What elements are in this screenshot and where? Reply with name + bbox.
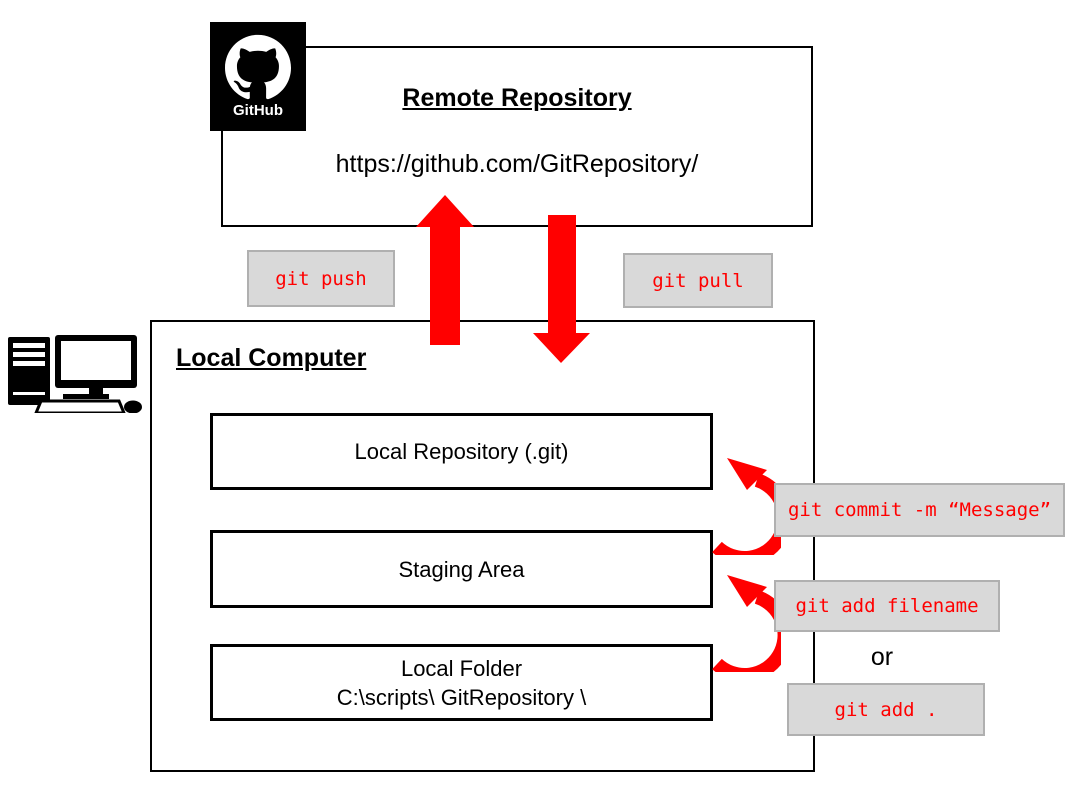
- or-text: or: [870, 642, 894, 671]
- staging-area-label: Staging Area: [398, 556, 525, 582]
- git-commit-label: git commit -m “Message”: [774, 483, 1065, 537]
- local-repository-box: Local Repository (.git): [210, 413, 713, 490]
- local-folder-label: Local Folder: [400, 655, 523, 681]
- staging-area-box: Staging Area: [210, 530, 713, 608]
- git-push-text: git push: [275, 267, 367, 290]
- git-push-label: git push: [247, 250, 395, 307]
- pull-down-arrow-icon: [533, 215, 590, 363]
- push-up-arrow-icon: [416, 195, 474, 345]
- git-add-dot-label: git add .: [787, 683, 985, 736]
- local-computer-title: Local Computer: [176, 344, 367, 372]
- remote-repository-title: Remote Repository: [402, 84, 632, 112]
- desktop-computer-icon: [8, 335, 142, 413]
- git-pull-label: git pull: [623, 253, 773, 308]
- github-logo-label: GitHub: [233, 102, 283, 119]
- git-add-filename-label: git add filename: [774, 580, 1000, 632]
- git-pull-text: git pull: [652, 269, 744, 292]
- remote-repository-url: https://github.com/GitRepository/: [335, 150, 699, 178]
- git-add-dot-text: git add .: [834, 698, 938, 721]
- github-octocat-icon: [225, 34, 291, 100]
- local-folder-box: Local Folder C:\scripts\ GitRepository \: [210, 644, 713, 721]
- local-folder-path: C:\scripts\ GitRepository \: [336, 684, 587, 710]
- commit-curved-arrow-icon: [712, 458, 781, 555]
- remote-repository-box: Remote Repository https://github.com/Git…: [221, 46, 813, 227]
- local-repository-label: Local Repository (.git): [354, 439, 569, 464]
- add-curved-arrow-icon: [712, 575, 781, 672]
- git-commit-text: git commit -m “Message”: [787, 499, 1052, 521]
- git-add-filename-text: git add filename: [795, 595, 979, 617]
- github-logo: GitHub: [210, 22, 306, 131]
